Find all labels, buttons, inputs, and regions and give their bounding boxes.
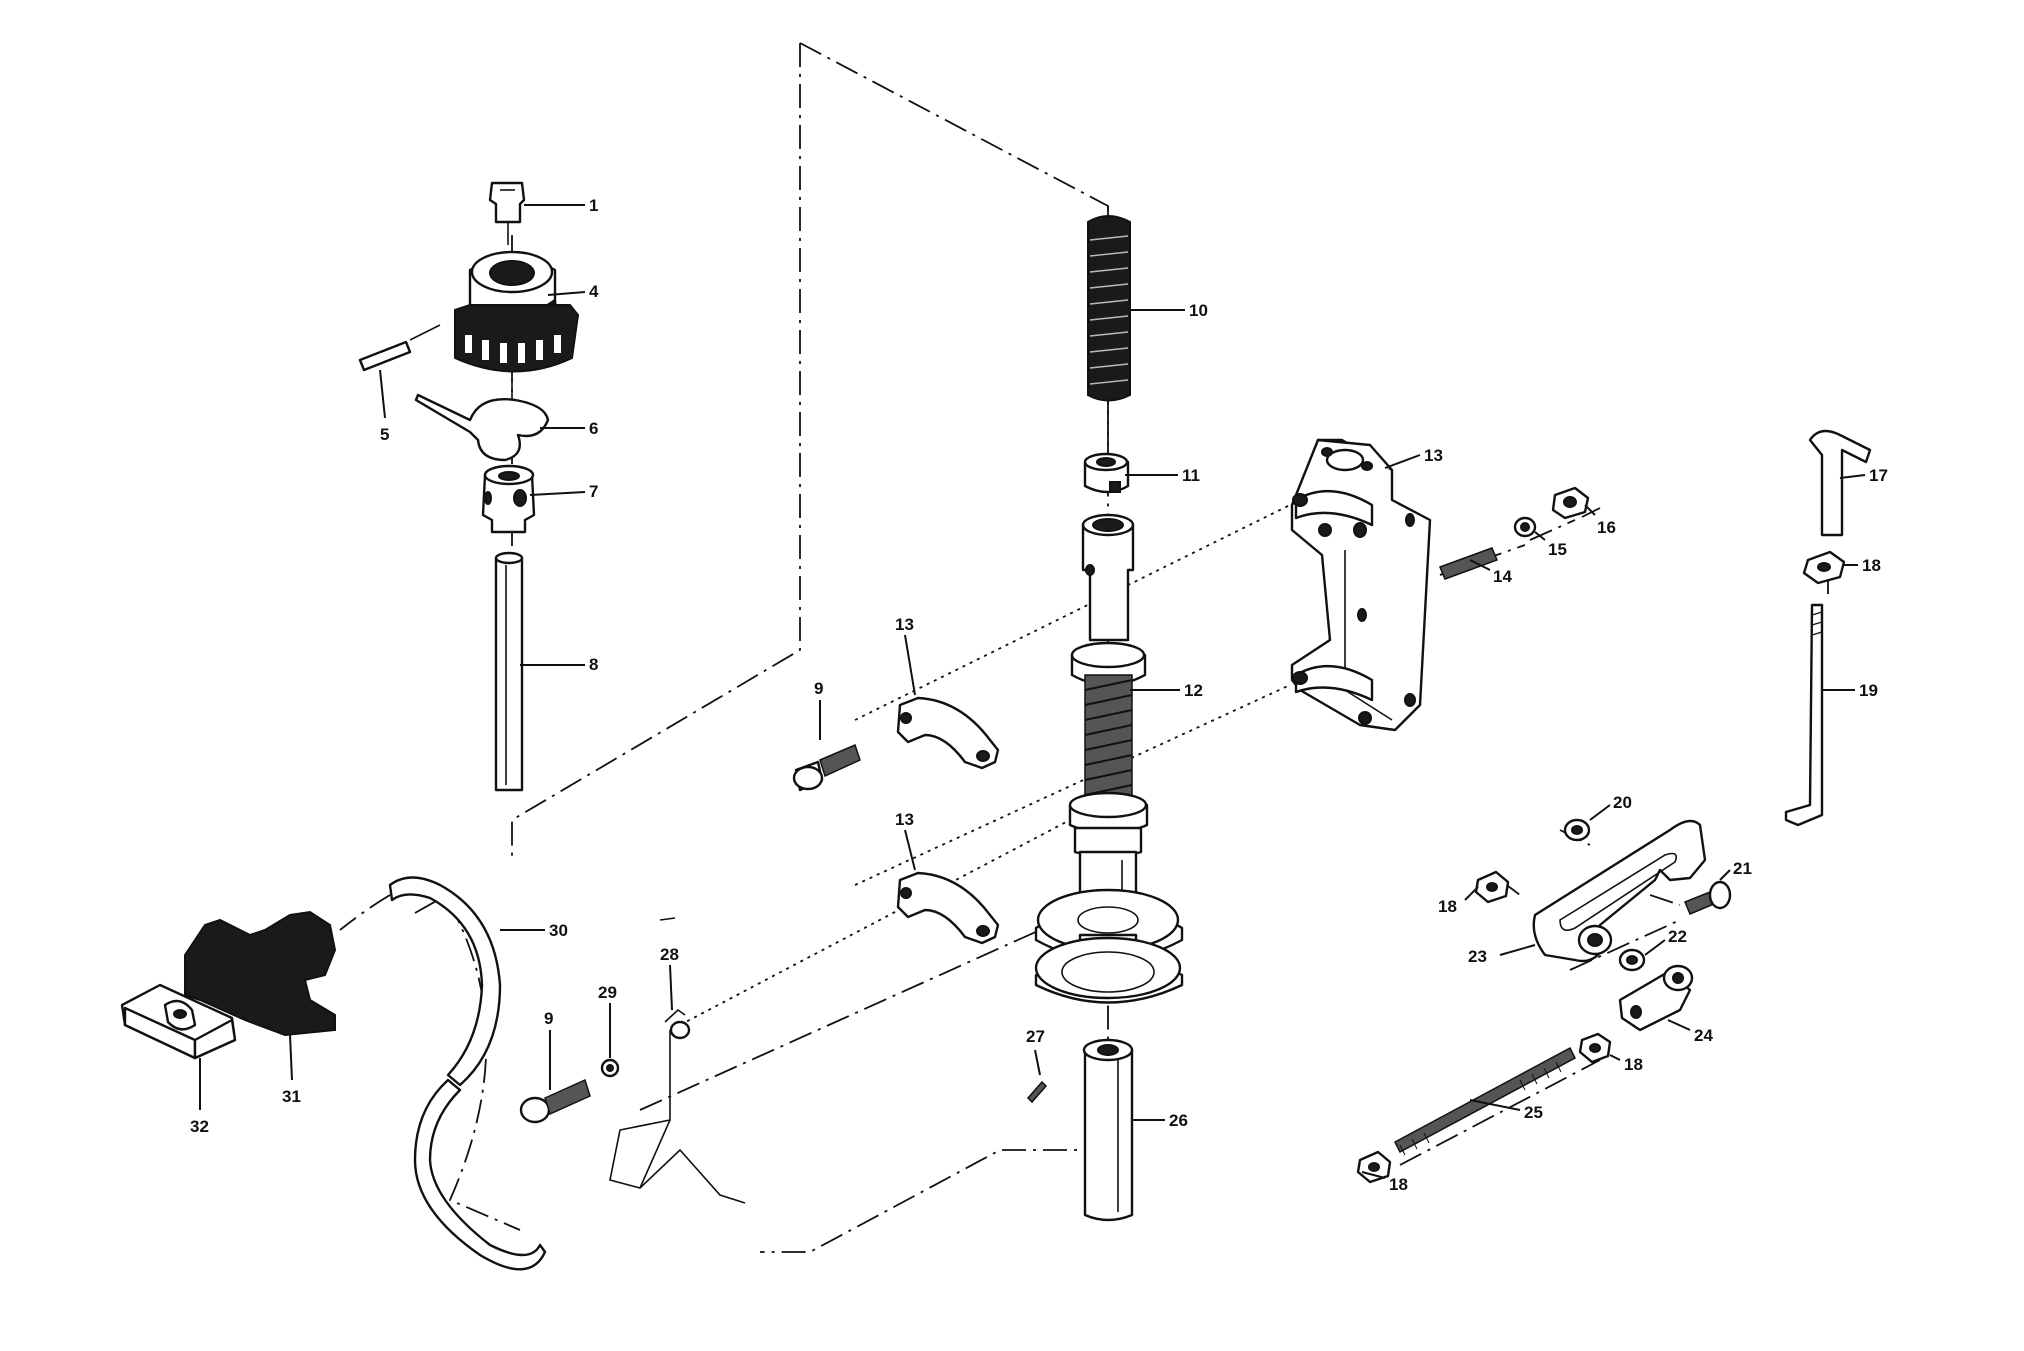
part-17-l-pin: [1808, 429, 1872, 537]
part-29-washer: [600, 1058, 620, 1078]
label-part-19: 19: [1859, 681, 1878, 700]
part-14-stud: [1439, 547, 1498, 580]
part-7-collar: [481, 464, 536, 534]
part-10-spring: [1087, 215, 1131, 402]
label-part-20: 20: [1613, 793, 1632, 812]
label-part-21: 21: [1733, 859, 1752, 878]
part-1-screw: [488, 181, 526, 245]
part-18-nut-b: [1474, 870, 1510, 904]
label-part-5: 5: [380, 425, 389, 444]
part-8-rod: [494, 551, 524, 792]
label-part-13-clamp-lower: 13: [895, 810, 914, 829]
part-30-curved-tube: [388, 876, 547, 1271]
part-31-handle-grip: [184, 910, 337, 1037]
label-part-18-b: 18: [1438, 897, 1457, 916]
label-part-12: 12: [1184, 681, 1203, 700]
part-19-l-rod: [1784, 603, 1824, 827]
part-32-block: [120, 983, 237, 1060]
label-part-32: 32: [190, 1117, 209, 1136]
label-part-27: 27: [1026, 1027, 1045, 1046]
label-part-26: 26: [1169, 1111, 1188, 1130]
label-part-13-bracket: 13: [1424, 446, 1443, 465]
part-21-screw: [1684, 880, 1732, 915]
part-18-nut-c: [1578, 1032, 1612, 1064]
label-part-30: 30: [549, 921, 568, 940]
label-part-15: 15: [1548, 540, 1567, 559]
part-11-nut: [1083, 452, 1130, 494]
part-9-cap-screw-upper: [792, 743, 861, 792]
part-18-nut-a: [1802, 550, 1846, 585]
label-part-7: 7: [589, 482, 598, 501]
label-part-9-lower: 9: [544, 1009, 553, 1028]
part-4-gear: [454, 250, 580, 400]
part-number-labels: 1 4 5 6 7 8 9 9 10 11 12 13 13 13 14 15 …: [190, 196, 1888, 1194]
part-13-clamp-lower: [896, 871, 1000, 945]
label-part-18-a: 18: [1862, 556, 1881, 575]
leader-lines: [199, 204, 1866, 1179]
label-part-29: 29: [598, 983, 617, 1002]
label-part-1: 1: [589, 196, 598, 215]
label-part-18-d: 18: [1389, 1175, 1408, 1194]
label-part-25: 25: [1524, 1103, 1543, 1122]
label-part-23: 23: [1468, 947, 1487, 966]
part-22-washer: [1618, 948, 1646, 972]
part-6-spring-clip: [414, 393, 550, 462]
label-part-14: 14: [1493, 567, 1512, 586]
part-13-clamp-upper: [896, 696, 1000, 770]
part-25-threaded-rod: [1394, 1046, 1576, 1156]
label-part-9-upper: 9: [814, 679, 823, 698]
label-part-6: 6: [589, 419, 598, 438]
label-part-28: 28: [660, 945, 679, 964]
label-part-11: 11: [1182, 466, 1200, 485]
part-26-tube: [1082, 1038, 1134, 1222]
part-5-pin: [358, 324, 441, 372]
label-part-18-c: 18: [1624, 1055, 1643, 1074]
label-part-16: 16: [1597, 518, 1616, 537]
part-9-cap-screw-lower: [519, 1078, 591, 1124]
label-part-31: 31: [282, 1087, 301, 1106]
label-part-8: 8: [589, 655, 598, 674]
part-15-washer: [1513, 516, 1537, 538]
part-27-small-pin: [1026, 1080, 1048, 1104]
part-20-washer: [1563, 818, 1591, 842]
label-part-13-clamp-upper: 13: [895, 615, 914, 634]
part-28-wire-bail: [609, 917, 746, 1204]
part-18-nut-d: [1356, 1150, 1392, 1184]
part-13-bracket: [1290, 438, 1432, 732]
label-part-22: 22: [1668, 927, 1687, 946]
label-part-4: 4: [589, 282, 599, 301]
label-part-24: 24: [1694, 1026, 1713, 1045]
part-24-clevis: [1618, 964, 1694, 1032]
label-part-17: 17: [1869, 466, 1888, 485]
label-part-10: 10: [1189, 301, 1208, 320]
part-23-link-arm: [1532, 819, 1707, 963]
part-16-nut: [1551, 486, 1590, 520]
part-12-column: [1034, 513, 1184, 1004]
